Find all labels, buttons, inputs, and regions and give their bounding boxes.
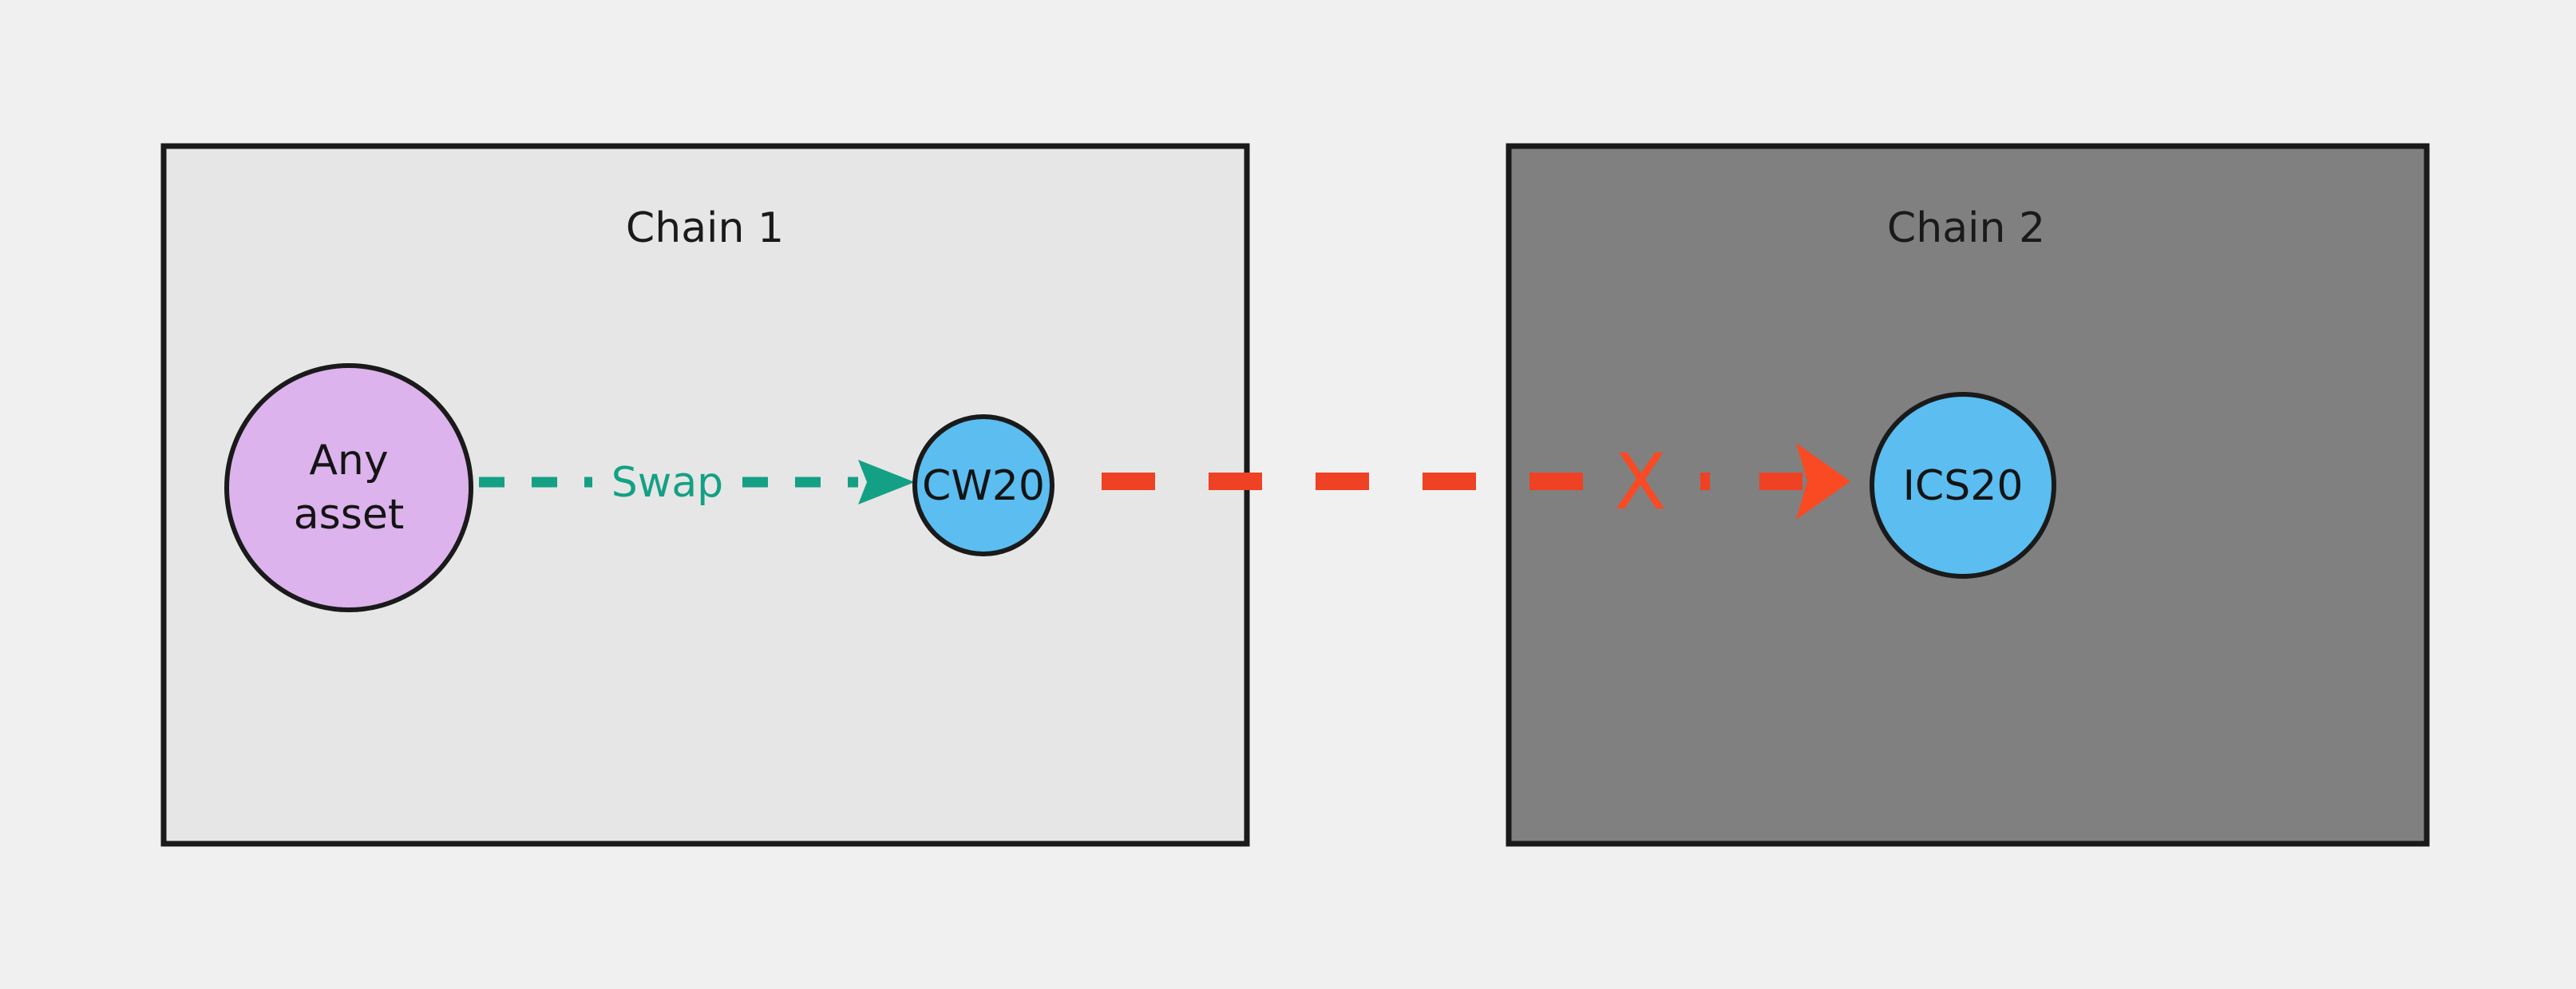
chain-1-title: Chain 1 xyxy=(626,204,784,252)
any-asset-circle[interactable] xyxy=(224,363,473,612)
swap-arrow-head-icon xyxy=(858,460,915,504)
node-ics20[interactable]: ICS20 xyxy=(1870,392,2056,579)
swap-edge-group[interactable]: Swap xyxy=(479,459,915,507)
blocked-edge-group[interactable]: X xyxy=(1102,437,1850,527)
cw20-circle[interactable] xyxy=(912,414,1055,556)
cw20-label: CW20 xyxy=(922,462,1045,510)
node-any-asset[interactable]: Any asset xyxy=(224,363,473,612)
chain-2-title: Chain 2 xyxy=(1887,204,2045,252)
any-asset-label-line2: asset xyxy=(294,491,404,539)
ics20-label: ICS20 xyxy=(1903,462,2024,510)
ics20-circle[interactable] xyxy=(1870,392,2056,579)
any-asset-label-line1: Any xyxy=(309,437,388,485)
node-cw20[interactable]: CW20 xyxy=(912,414,1055,556)
swap-edge-label: Swap xyxy=(611,459,723,507)
block-x-icon: X xyxy=(1614,437,1667,527)
blocked-arrow-head-icon xyxy=(1796,443,1850,520)
